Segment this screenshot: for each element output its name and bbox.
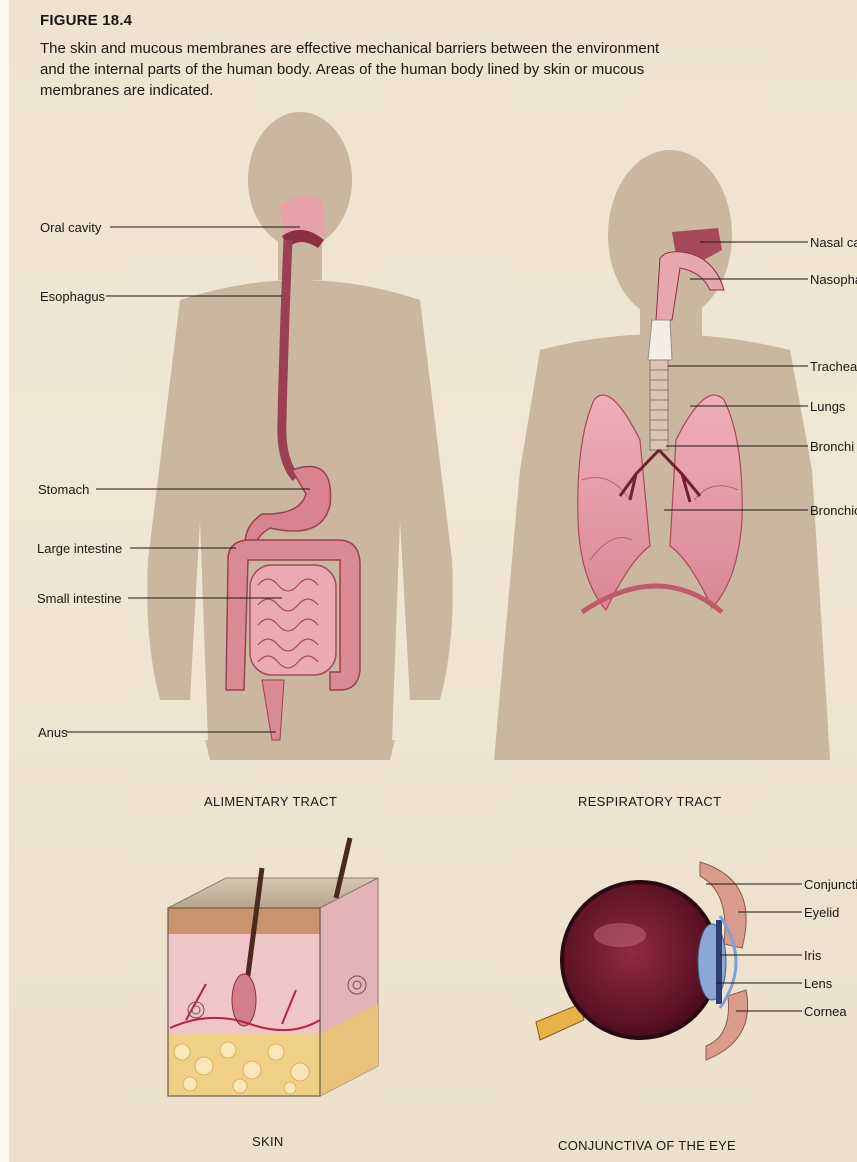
skin-title: SKIN (252, 1134, 284, 1149)
skin-panel: SKIN (168, 838, 378, 1149)
eye-title: CONJUNCTIVA OF THE EYE (558, 1138, 736, 1153)
respiratory-panel: Nasal ca Nasopha Trachea Lungs Bronchi B… (494, 150, 857, 809)
label-esophagus: Esophagus (40, 289, 106, 304)
label-oral-cavity: Oral cavity (40, 220, 102, 235)
hair-follicle (232, 974, 256, 1026)
label-stomach: Stomach (38, 482, 89, 497)
alimentary-panel: Oral cavity Esophagus Stomach Large inte… (37, 112, 453, 809)
alimentary-title: ALIMENTARY TRACT (204, 794, 337, 809)
label-small-intestine: Small intestine (37, 591, 122, 606)
label-iris: Iris (804, 948, 822, 963)
label-lungs: Lungs (810, 399, 846, 414)
label-cornea: Cornea (804, 1004, 847, 1019)
label-large-intestine: Large intestine (37, 541, 122, 556)
respiratory-title: RESPIRATORY TRACT (578, 794, 721, 809)
label-trachea: Trachea (810, 359, 857, 374)
label-anus: Anus (38, 725, 68, 740)
label-nasopharynx: Nasopha (810, 272, 857, 287)
label-conjunctiva: Conjuncti (804, 877, 857, 892)
epidermis-layer (168, 908, 320, 934)
optic-nerve (536, 1004, 584, 1040)
label-eyelid: Eyelid (804, 905, 839, 920)
eyeball-shape (562, 882, 718, 1038)
label-bronchioles: Bronchio (810, 503, 857, 518)
label-nasal-cavity: Nasal ca (810, 235, 857, 250)
iris-shape (716, 920, 722, 1004)
trachea-tube (650, 360, 668, 450)
label-lens: Lens (804, 976, 833, 991)
eye-panel: Conjuncti Eyelid Iris Lens Cornea CONJUN… (536, 862, 857, 1153)
larynx-shape (648, 320, 672, 360)
label-bronchi: Bronchi (810, 439, 854, 454)
eye-highlight (594, 923, 646, 947)
lower-eyelid-shape (706, 990, 748, 1060)
